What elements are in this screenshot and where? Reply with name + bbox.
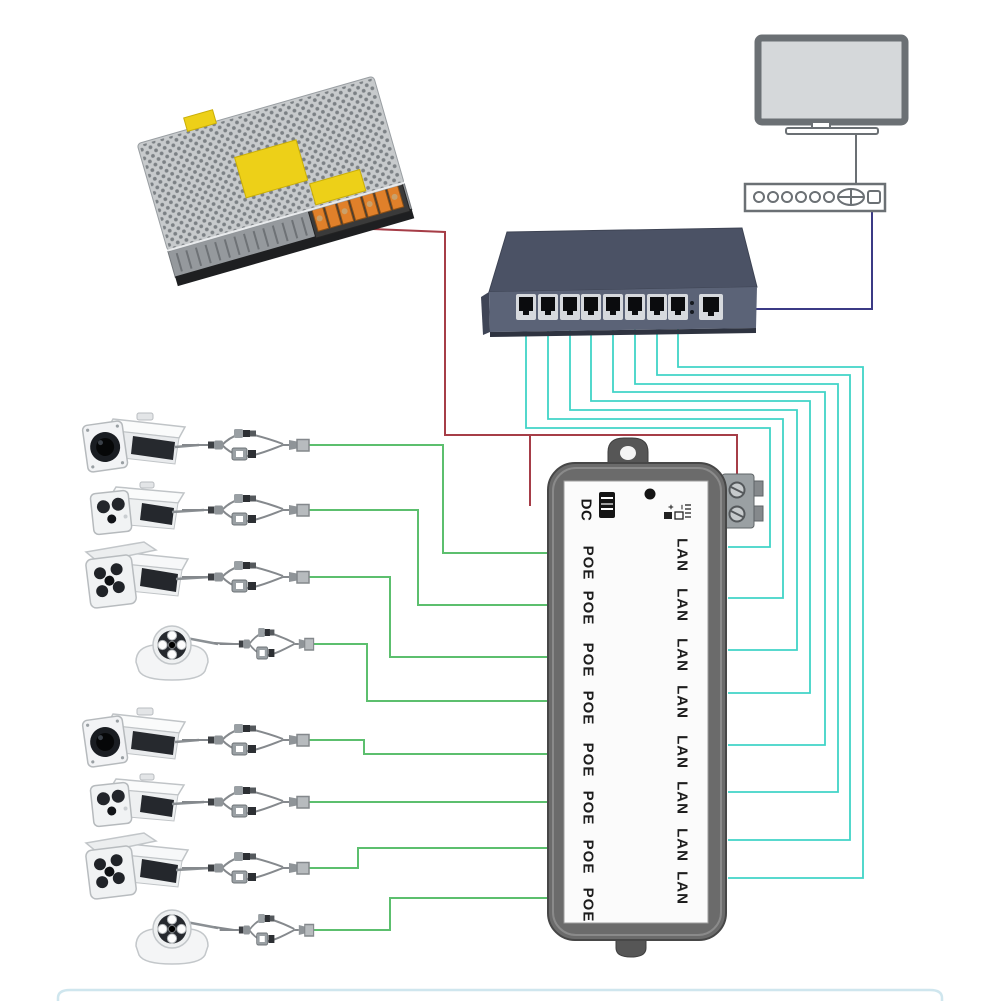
lan-label-2: LAN <box>674 588 691 622</box>
psu-bottom-edge <box>175 208 415 287</box>
poe-label-4: POE <box>580 691 597 726</box>
psu-label-small <box>183 109 218 133</box>
poe-label-1: POE <box>580 546 597 581</box>
switch-top-face <box>488 227 758 293</box>
camera-group-6 <box>88 772 310 829</box>
polarity-minus-icon: − <box>677 504 687 509</box>
injector-label-panel <box>563 480 709 924</box>
power-wire <box>371 228 738 506</box>
nvr-button-icon <box>795 191 807 203</box>
switch-led-icon <box>690 310 694 314</box>
power-supply-unit <box>137 76 415 287</box>
poe-wires <box>308 444 551 931</box>
lan-wire-7 <box>656 320 851 841</box>
terminal-block <box>721 473 764 529</box>
camera-group-3 <box>83 540 310 610</box>
psu-label-main <box>233 139 309 199</box>
camera-group-8 <box>134 908 315 966</box>
nvr-button-icon <box>809 191 821 203</box>
poe-label-2: POE <box>580 591 597 626</box>
poe-label-7: POE <box>580 840 597 875</box>
mounting-tab-bottom <box>615 939 647 958</box>
monitor-stand-base <box>785 127 879 135</box>
switch-led-icon <box>690 301 694 305</box>
lan-wires <box>525 320 864 879</box>
lan-wire-4 <box>590 320 811 694</box>
lan-port-labels: LAN LAN LAN LAN LAN LAN LAN LAN <box>674 538 691 905</box>
camera-group-1 <box>80 411 310 474</box>
poe-label-8: POE <box>580 888 597 923</box>
poe-label-3: POE <box>580 643 597 678</box>
nvr-button-icon <box>823 191 835 203</box>
led-indicator-icon <box>644 488 656 500</box>
dc-port-label: DC <box>578 499 595 522</box>
poe-wire-1 <box>308 444 551 554</box>
switch-ports <box>516 294 723 320</box>
poe-wire-7 <box>308 847 551 869</box>
poe-wire-4 <box>313 643 551 702</box>
lan-label-3: LAN <box>674 638 691 672</box>
lan-label-7: LAN <box>674 828 691 862</box>
lan-label-1: LAN <box>674 538 691 572</box>
lan-wire-8 <box>677 320 864 879</box>
camera-group-5 <box>80 706 310 769</box>
camera-group-2 <box>88 480 310 537</box>
frame-edge <box>56 988 944 1001</box>
poe-label-5: POE <box>580 743 597 778</box>
poe-switch <box>481 227 758 337</box>
psu-label-spec <box>309 168 367 206</box>
lan-wire-2 <box>547 320 784 599</box>
nvr-dpad-icon <box>837 188 865 206</box>
nvr-button-icon <box>753 191 765 203</box>
lan-wire-5 <box>612 320 826 746</box>
lan-label-4: LAN <box>674 685 691 719</box>
polarity-markings: + − <box>664 504 691 520</box>
recorder-nvr <box>743 182 887 213</box>
poe-port-labels: POE POE POE POE POE POE POE POE <box>580 546 597 923</box>
lan-wire-1 <box>525 320 771 548</box>
monitor <box>754 34 909 135</box>
camera-group-4 <box>134 624 315 682</box>
poe-injector: DC + − POE POE POE POE POE POE POE <box>547 437 764 958</box>
nvr-button-icon <box>781 191 793 203</box>
uplink-wire <box>723 212 873 310</box>
nvr-button-icon <box>767 191 779 203</box>
poe-wire-5 <box>308 739 551 755</box>
lan-label-8: LAN <box>674 871 691 905</box>
camera-group-7 <box>83 831 310 901</box>
poe-wire-2 <box>308 509 551 606</box>
lan-wire-3 <box>569 320 798 651</box>
polarity-plus-icon: + <box>666 504 676 509</box>
barcode-icon <box>599 492 615 518</box>
poe-label-6: POE <box>580 791 597 826</box>
poe-wire-3 <box>308 576 551 658</box>
lan-wire-6 <box>634 320 839 793</box>
poe-wire-8 <box>313 897 551 931</box>
nvr-power-button-icon <box>867 190 881 204</box>
lan-label-5: LAN <box>674 735 691 769</box>
lan-label-6: LAN <box>674 781 691 815</box>
